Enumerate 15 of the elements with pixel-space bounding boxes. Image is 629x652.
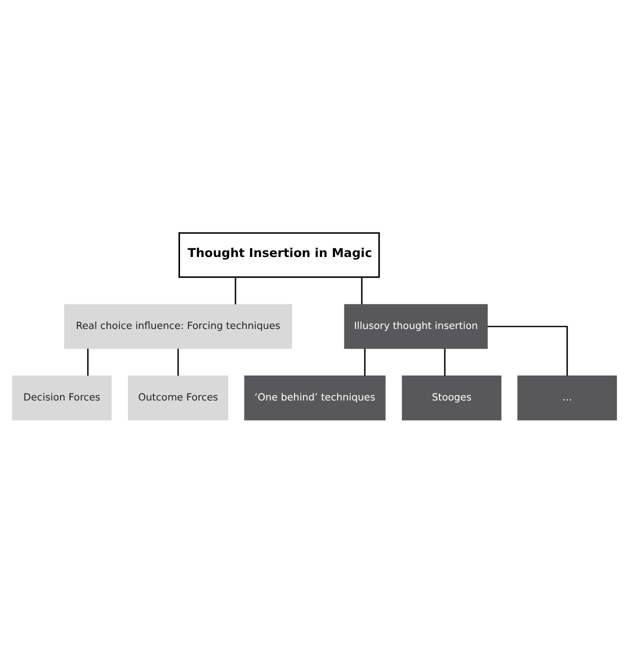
node-box: … <box>517 375 617 420</box>
connector <box>234 276 236 304</box>
connector <box>177 348 179 376</box>
connector <box>361 276 362 304</box>
node-box: Stooges <box>402 375 502 420</box>
node-box: ‘One behind’ techniques <box>244 375 386 420</box>
connector <box>444 348 446 376</box>
connector <box>364 348 366 376</box>
node-box: Real choice influence: Forcing techniques <box>64 304 292 348</box>
node-box: Decision Forces <box>12 375 112 420</box>
connector <box>87 348 89 376</box>
connector <box>488 325 568 376</box>
node-box: Illusory thought insertion <box>344 304 488 348</box>
node-box: Thought Insertion in Magic <box>178 232 380 278</box>
node-box: Outcome Forces <box>128 375 228 420</box>
